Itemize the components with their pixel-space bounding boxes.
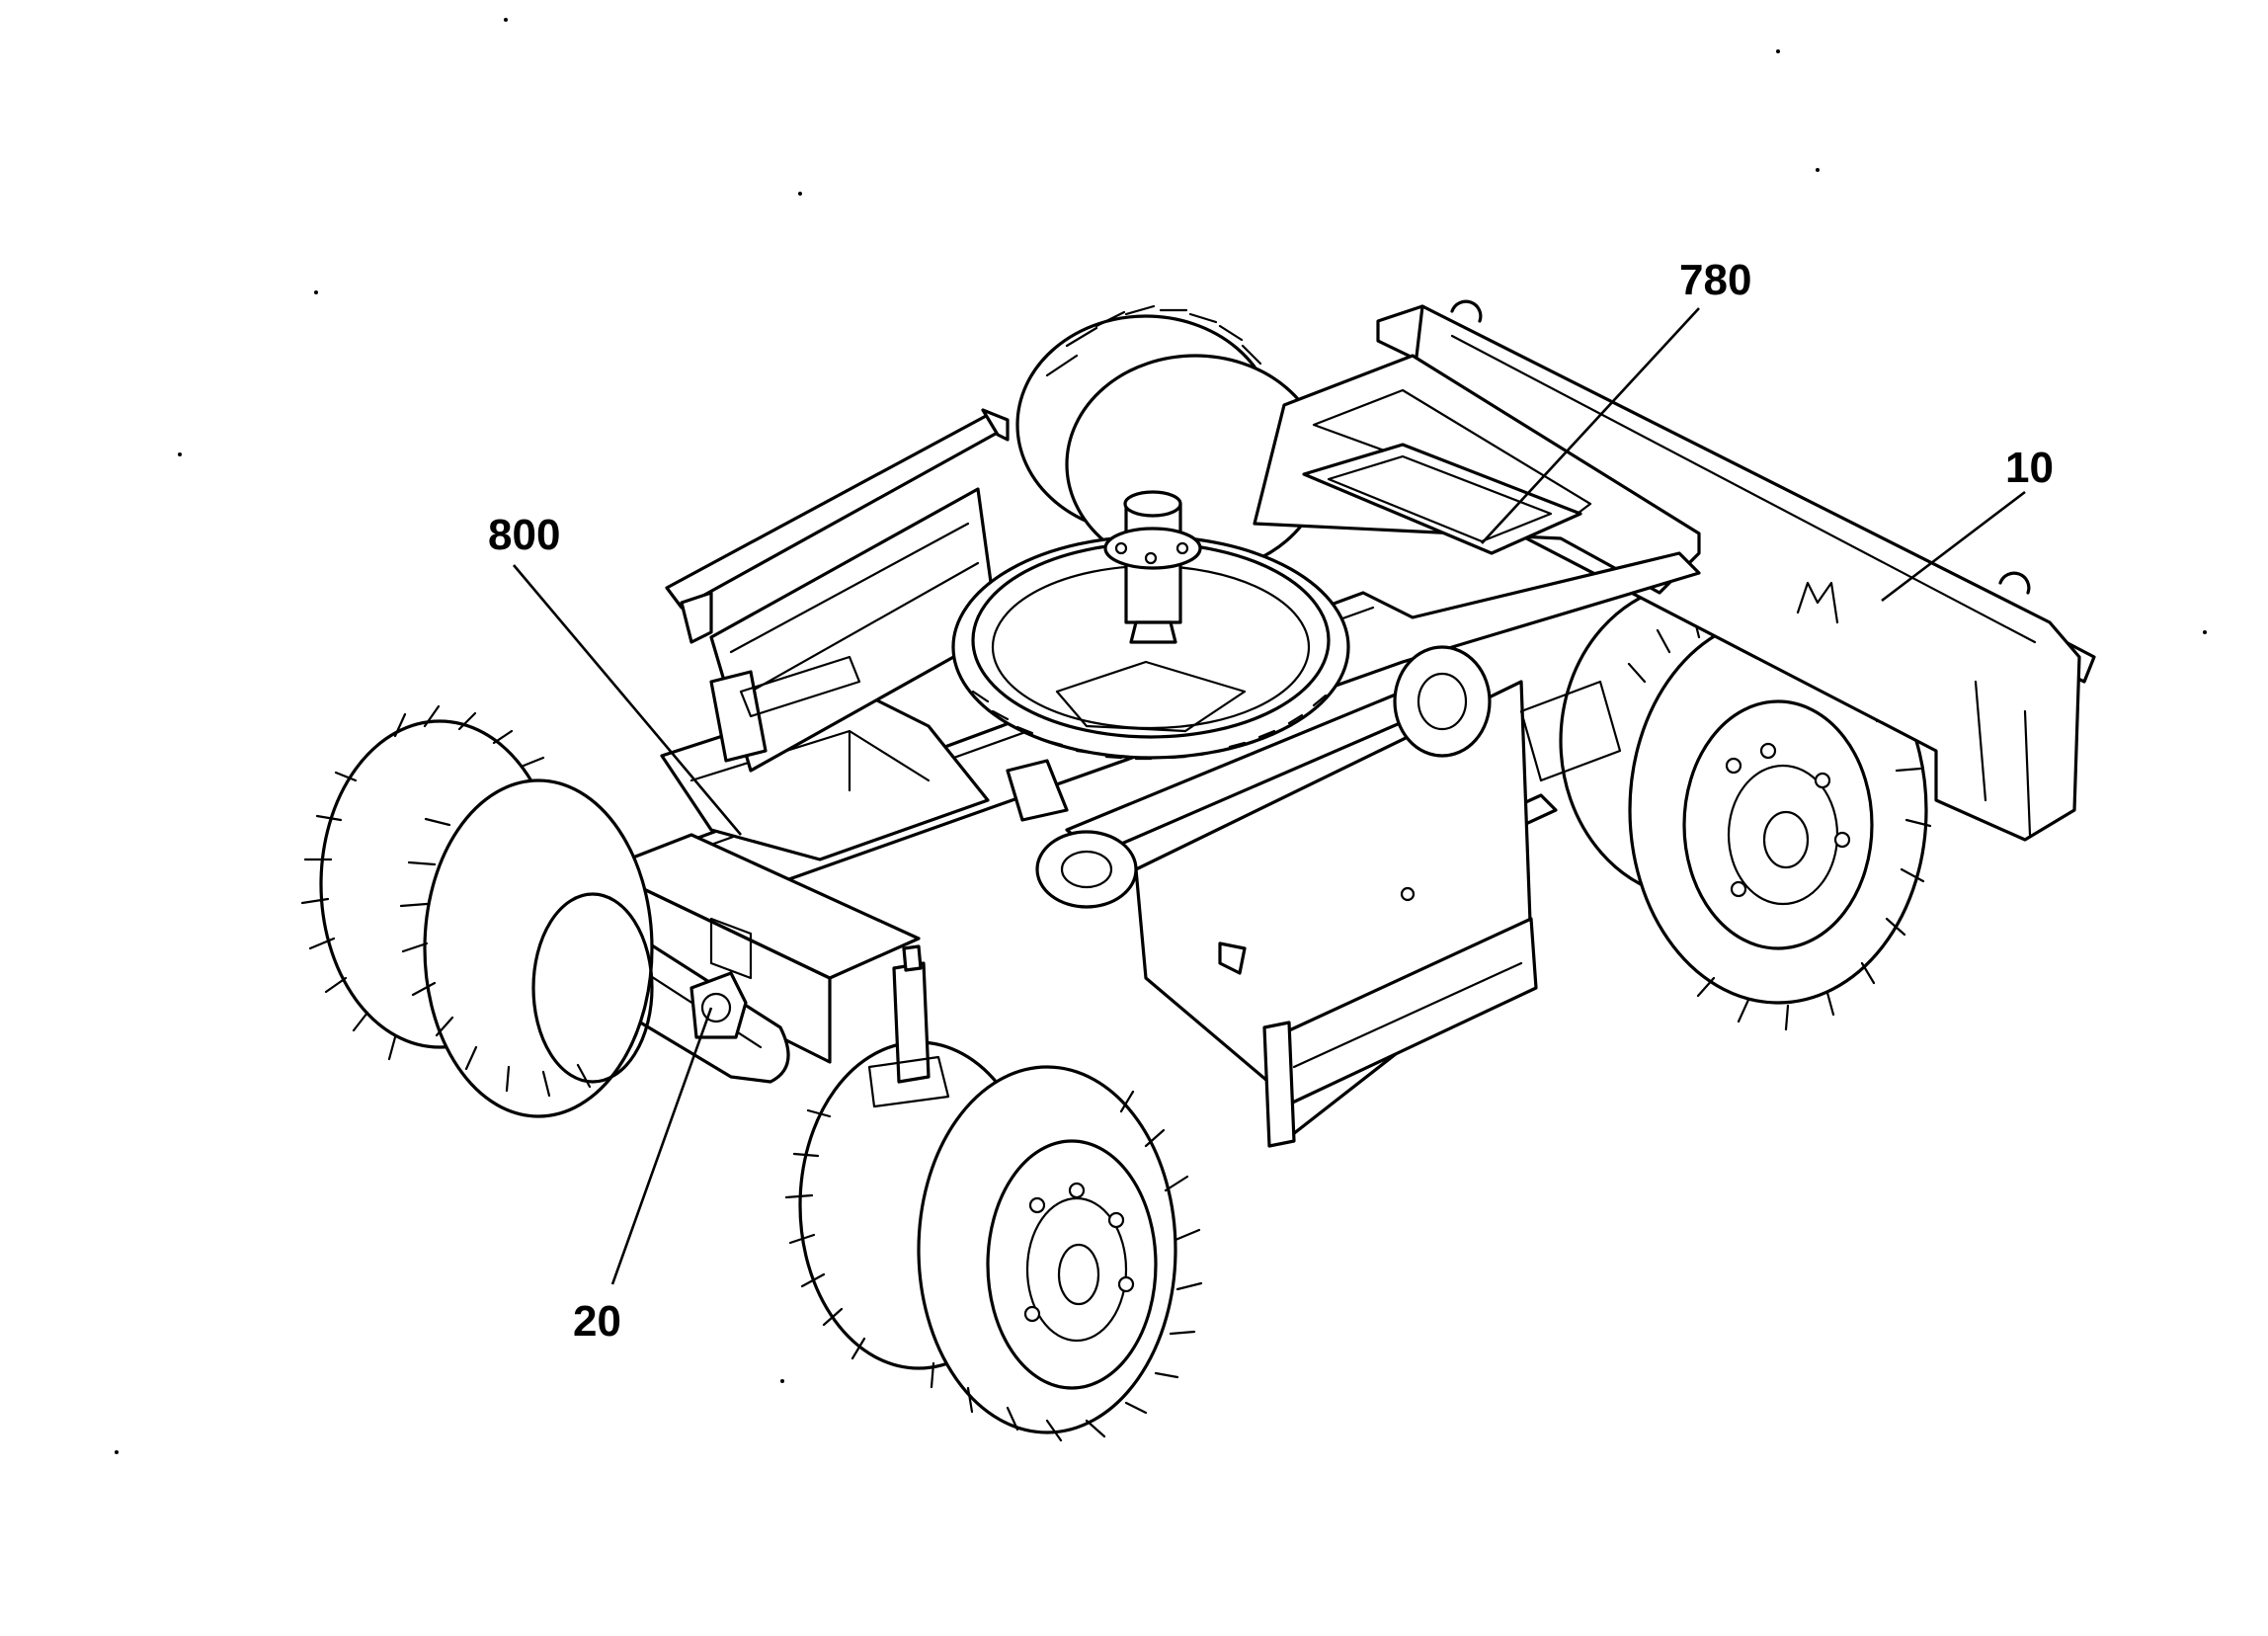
leader-10: [1881, 490, 2026, 603]
ref-label-10: 10: [2005, 444, 2054, 492]
reference-leaders: [513, 307, 2026, 1285]
leader-20: [610, 1007, 713, 1285]
front-right-wheel-pair: [784, 1040, 1203, 1442]
ref-label-800: 800: [488, 511, 560, 559]
slewing-ring: [951, 534, 1350, 761]
front-left-wheel-pair: [300, 704, 654, 1118]
rear-frame-hatch: [1302, 443, 1582, 555]
ref-label-20: 20: [573, 1297, 621, 1346]
ref-label-780: 780: [1679, 256, 1751, 304]
dozer-blade: [1376, 299, 2096, 842]
left-side-rail: [665, 408, 1010, 773]
suspension-cylinder: [867, 944, 950, 1108]
leader-780: [1481, 307, 1700, 544]
right-side-rail: [1134, 680, 1558, 1148]
drive-axle: [1006, 645, 1622, 909]
reference-labels: 780 10 800 20: [488, 256, 2054, 1346]
slewing-motor: [1103, 490, 1202, 644]
leader-800: [513, 564, 742, 836]
